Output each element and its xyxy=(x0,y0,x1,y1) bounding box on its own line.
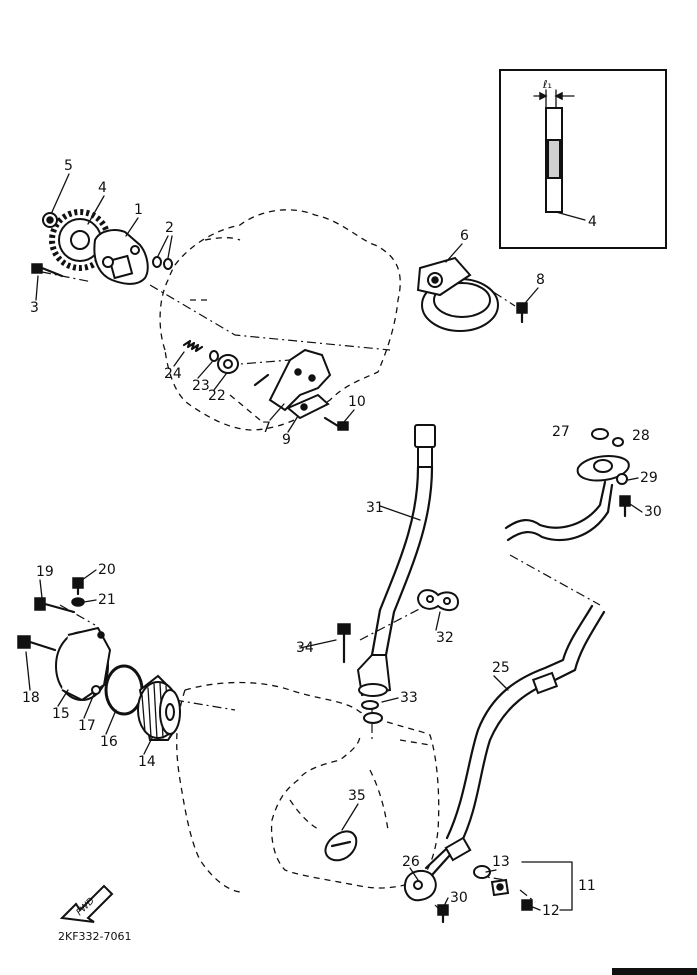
union-bolt-13 xyxy=(473,865,510,897)
callout-9: 9 xyxy=(282,432,291,448)
callout-23: 23 xyxy=(192,378,210,394)
callout-19: 19 xyxy=(36,564,54,580)
callout-15: 15 xyxy=(52,706,70,722)
fitting-o-rings xyxy=(591,428,624,447)
callout-21: 21 xyxy=(98,592,116,608)
bracket-11 xyxy=(521,861,573,911)
callout-32: 32 xyxy=(436,630,454,646)
callout-28: 28 xyxy=(632,428,650,444)
callout-26: 26 xyxy=(402,854,420,870)
callout-20: 20 xyxy=(98,562,116,578)
inset-box xyxy=(499,69,667,249)
bolt-34 xyxy=(337,623,351,664)
filter-element-14 xyxy=(137,674,181,741)
pipe-clamp xyxy=(416,589,460,612)
callout-29: 29 xyxy=(640,470,658,486)
screw-10 xyxy=(323,416,349,431)
dowel-pins xyxy=(152,256,173,270)
callout-leaders xyxy=(25,173,643,911)
union-fitting xyxy=(576,455,630,485)
strainer-bracket xyxy=(253,348,332,412)
callout-31: 31 xyxy=(366,500,384,516)
callout-6: 6 xyxy=(460,228,469,244)
callout-30-lower: 30 xyxy=(450,890,468,906)
relief-spring xyxy=(182,339,204,353)
callout-4: 4 xyxy=(98,180,107,196)
bolt-18 xyxy=(17,635,57,652)
corner-bar xyxy=(612,968,697,975)
bolt-19 xyxy=(34,597,76,614)
callout-3: 3 xyxy=(30,300,39,316)
elbow-fitting-26 xyxy=(404,848,452,902)
upper-crankcase-outline xyxy=(159,209,401,431)
callout-22: 22 xyxy=(208,388,226,404)
bolt-30-lower xyxy=(437,904,449,924)
callout-2: 2 xyxy=(165,220,174,236)
lower-crankcase-outline xyxy=(176,681,440,893)
gasket-plate xyxy=(286,393,330,420)
callout-30: 30 xyxy=(644,504,662,520)
fwd-arrow: FWD xyxy=(59,884,114,923)
gear-nut xyxy=(42,212,58,228)
callout-16: 16 xyxy=(100,734,118,750)
filter-cover-15 xyxy=(55,626,112,702)
callout-12: 12 xyxy=(542,903,560,919)
plug-22 xyxy=(217,354,239,374)
union-bolt-30-top xyxy=(619,495,631,518)
callout-34: 34 xyxy=(296,640,314,656)
inset-part-label: 4 xyxy=(588,214,597,230)
bolt-20 xyxy=(72,577,84,596)
oil-pipe-31 xyxy=(356,424,436,697)
callout-35: 35 xyxy=(348,788,366,804)
callout-7: 7 xyxy=(262,420,271,436)
oil-pipe-25 xyxy=(444,480,614,862)
oil-pump-body xyxy=(93,229,149,285)
o-ring-16 xyxy=(104,664,144,716)
callout-33: 33 xyxy=(400,690,418,706)
callout-1: 1 xyxy=(134,202,143,218)
callout-11: 11 xyxy=(578,878,596,894)
screw-12 xyxy=(521,899,533,911)
o-ring-17 xyxy=(91,685,101,695)
drawing-code: 2KF332-7061 xyxy=(58,930,132,943)
callout-18: 18 xyxy=(22,690,40,706)
oil-strainer xyxy=(324,830,358,862)
washer-21 xyxy=(71,597,85,607)
callout-24: 24 xyxy=(164,366,182,382)
callout-5: 5 xyxy=(64,158,73,174)
inset-dimension-label: ℓ₁ xyxy=(542,78,552,91)
callout-27: 27 xyxy=(552,424,570,440)
callout-25: 25 xyxy=(492,660,510,676)
filter-cover xyxy=(416,256,499,332)
washer-23 xyxy=(209,350,219,362)
leader-lines xyxy=(41,221,601,916)
cover-bolt-8 xyxy=(516,302,528,324)
callout-14: 14 xyxy=(138,754,156,770)
callout-10: 10 xyxy=(348,394,366,410)
callout-13: 13 xyxy=(492,854,510,870)
pump-bolt xyxy=(31,263,64,278)
callout-labels: 1 2 3 4 5 6 7 8 9 10 11 12 13 14 15 16 1… xyxy=(22,158,662,919)
callout-8: 8 xyxy=(536,272,545,288)
o-rings-33 xyxy=(361,700,383,724)
callout-17: 17 xyxy=(78,718,96,734)
